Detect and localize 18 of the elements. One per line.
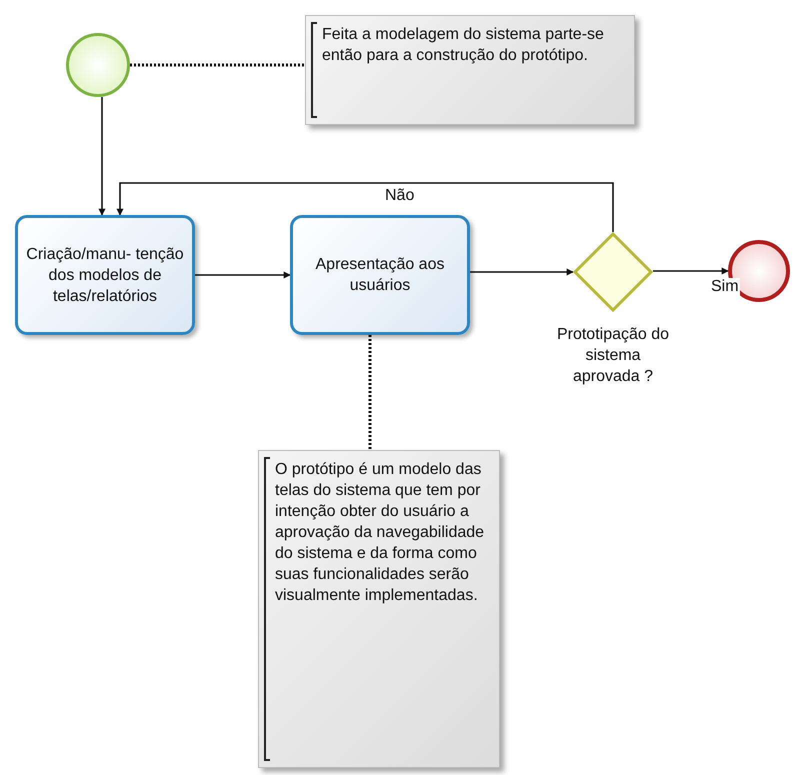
sequence-arrow [653, 268, 729, 274]
sequence-arrow [195, 272, 291, 278]
task-box [290, 215, 470, 335]
sequence-arrow [98, 97, 106, 216]
sequence-arrow [470, 268, 574, 276]
sequence-arrow [116, 182, 614, 232]
annotation-text: Feita a modelagem do sistema parte-se então para a construção do protótipo. [322, 25, 605, 66]
association-line [368, 335, 372, 450]
annotation-note [258, 450, 500, 768]
annotation-text: O protótipo é um modelo das telas do sistema que tem por intenção obter do usuário a aprovação da navegabilidade do sistema e da forma como suas funcionalidades serão visualmente implementadas. [275, 460, 486, 606]
gateway-diamond [573, 232, 653, 312]
annotation-note [305, 15, 635, 125]
association-line [130, 64, 305, 66]
task-label: Criação/manu- tenção dos modelos de telas/relatórios [26, 244, 184, 306]
gateway-label: Prototipação do sistema aprovada ? [556, 325, 670, 387]
edge-label: Sim [710, 278, 740, 296]
task-label: Apresentação aos usuários [314, 255, 446, 296]
task-box [15, 215, 195, 335]
